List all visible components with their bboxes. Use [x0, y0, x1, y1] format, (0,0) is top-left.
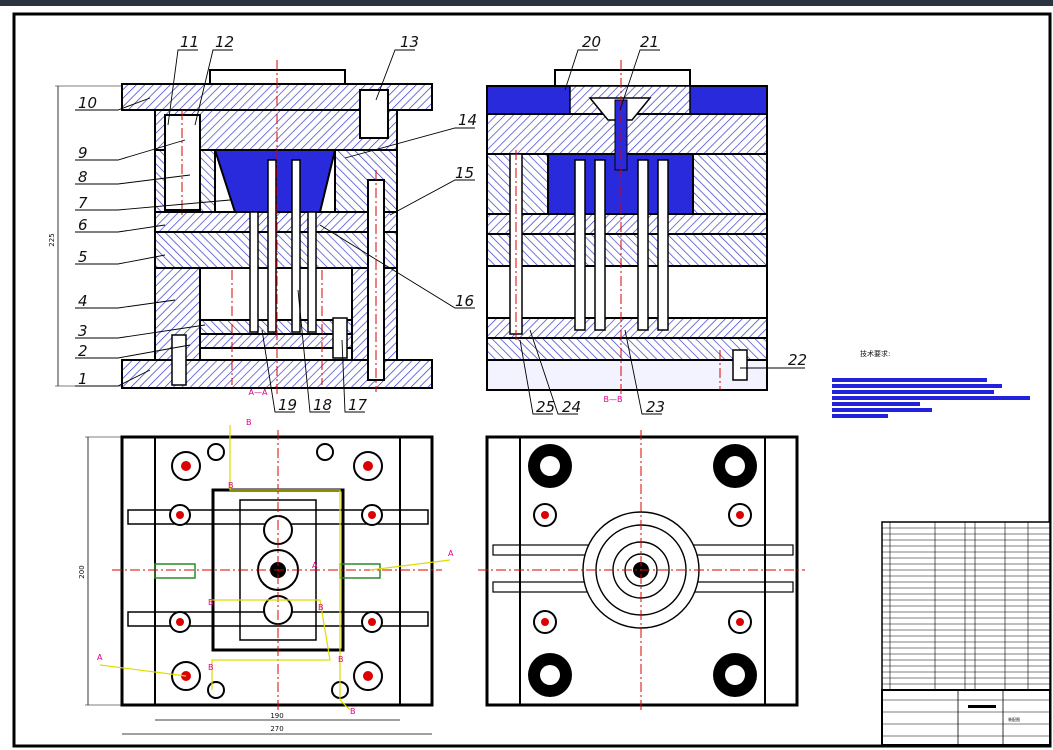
dimension-plan-inner-width: 190 — [270, 712, 283, 720]
section-mark-b-6: B — [208, 663, 214, 672]
plan-view-fixed-half — [478, 430, 805, 712]
part-label-11: 11 — [180, 33, 199, 51]
section-mark-b-4: B — [318, 603, 324, 612]
dimension-plan-outer-width: 270 — [270, 725, 283, 733]
section-mark-a-1: A — [97, 653, 103, 662]
part-label-10: 10 — [78, 94, 97, 112]
dimension-height: 225 — [48, 233, 56, 246]
title-block: 装配图 — [881, 689, 1051, 746]
part-label-20: 20 — [582, 33, 601, 51]
section-view-a: 225 A—A — [48, 60, 433, 397]
part-label-15: 15 — [455, 164, 474, 182]
part-label-17: 17 — [348, 396, 368, 414]
part-label-16: 16 — [455, 292, 474, 310]
technical-requirements: 技术要求: — [832, 349, 1030, 418]
leader-lines-left — [75, 49, 475, 413]
section-mark-a-3: A — [312, 561, 318, 570]
part-label-4: 4 — [78, 292, 88, 310]
part-label-24: 24 — [562, 398, 581, 416]
part-label-22: 22 — [788, 351, 807, 369]
section-mark-b-3: B — [208, 598, 214, 607]
section-view-b: B—B — [486, 60, 768, 404]
plan-view-moving-half: 200 190 270 A A A B B B B B B B — [78, 418, 454, 735]
part-label-18: 18 — [313, 396, 332, 414]
tech-requirements-title: 技术要求: — [860, 349, 890, 358]
section-mark-a-2: A — [448, 549, 454, 558]
section-mark-b-5: B — [338, 655, 344, 664]
part-label-14: 14 — [458, 111, 477, 129]
part-label-6: 6 — [78, 216, 88, 234]
leader-lines-right — [519, 49, 805, 415]
section-mark-b-7: B — [350, 707, 356, 716]
window-top-bar — [0, 0, 1053, 6]
sheet-border — [12, 12, 1052, 748]
part-label-19: 19 — [278, 396, 297, 414]
section-mark-b-1: B — [246, 418, 252, 427]
section-mark-b-2: B — [228, 481, 234, 490]
part-label-8: 8 — [78, 168, 88, 186]
part-label-23: 23 — [646, 398, 665, 416]
parts-list-table — [881, 521, 1051, 691]
dimension-plan-height: 200 — [78, 565, 86, 578]
part-label-1: 1 — [78, 370, 88, 388]
title-block-drawing-name: 装配图 — [1008, 716, 1020, 722]
part-label-7: 7 — [78, 194, 88, 212]
part-label-9: 9 — [78, 144, 88, 162]
part-label-12: 12 — [215, 33, 234, 51]
part-label-21: 21 — [640, 33, 659, 51]
part-label-2: 2 — [78, 342, 88, 360]
part-label-5: 5 — [78, 248, 88, 266]
section-label-bb: B—B — [604, 395, 623, 404]
part-label-3: 3 — [78, 322, 88, 340]
part-label-25: 25 — [536, 398, 555, 416]
part-label-13: 13 — [400, 33, 419, 51]
section-label-aa: A—A — [249, 388, 268, 397]
